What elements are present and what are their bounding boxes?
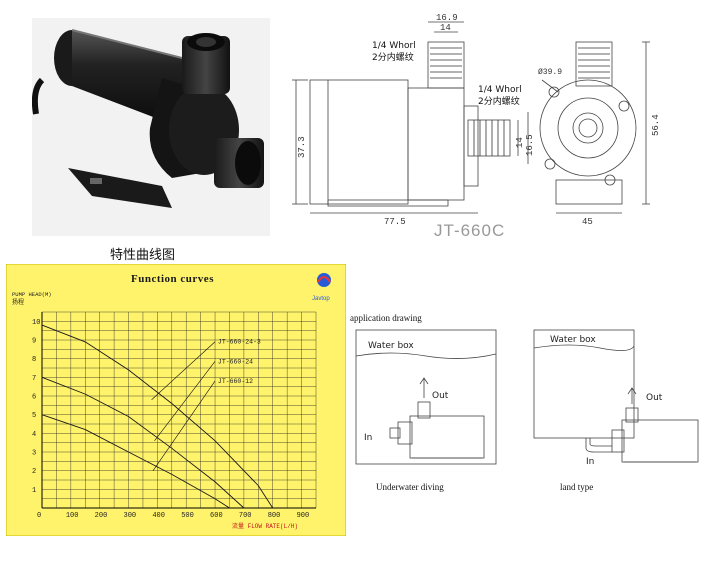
- series-label-1: JT-660-24-3: [218, 339, 261, 346]
- technical-drawing-svg: 1/4 Whorl 2分内螺纹 1/4 Whorl 2分内螺纹 16.9 14 …: [292, 13, 661, 240]
- dim-37-3: 37.3: [297, 136, 307, 158]
- technical-drawing: 1/4 Whorl 2分内螺纹 1/4 Whorl 2分内螺纹 16.9 14 …: [288, 8, 706, 240]
- y-tick-label: 5: [32, 412, 36, 420]
- application-drawing-svg: Water box Water box Out Out In In Underw…: [355, 329, 699, 492]
- y-tick-label: 4: [32, 431, 36, 439]
- x-tick-label: 600: [210, 512, 223, 520]
- dim-77-5: 77.5: [384, 217, 406, 227]
- application-title: application drawing: [350, 306, 422, 325]
- x-tick-label: 0: [37, 512, 41, 520]
- y-tick-label: 8: [32, 356, 36, 364]
- chart-ticks: 0 100 200 300 400 500 600 700 800 900 1 2 3 4 5 6 7 8 9 10: [32, 319, 309, 520]
- water-box-left: [355, 329, 497, 465]
- water-box-right-label: Water box: [550, 335, 596, 345]
- chart-title: Function curves: [131, 273, 214, 285]
- series-label-2: JT-660-24: [218, 358, 253, 365]
- series-label-3: JT-660-12: [218, 378, 253, 385]
- pump-right: [621, 419, 699, 463]
- y-tick-label: 2: [32, 468, 36, 476]
- out-right-label: Out: [646, 393, 663, 403]
- pump-photo-graphic: [31, 29, 264, 208]
- x-tick-label: 300: [124, 512, 137, 520]
- water-line-right: [533, 344, 635, 351]
- y-tick-label: 6: [32, 394, 36, 402]
- function-curves-chart: Function curves Javtop PUMP HEAD(M) 扬程 流…: [5, 263, 347, 537]
- y-axis-label: PUMP HEAD(M): [12, 291, 52, 298]
- dim-diameter: Ø39.9: [538, 68, 562, 77]
- y-axis-label-cn: 扬程: [12, 298, 24, 306]
- thread-side-label-1: 1/4 Whorl: [478, 85, 522, 95]
- series-leader-1: [151, 341, 216, 400]
- dim-14-top: 14: [440, 23, 451, 33]
- out-left-label: Out: [432, 391, 449, 401]
- chart-background: [5, 263, 347, 537]
- dim-45: 45: [582, 217, 593, 227]
- caption-underwater: Underwater diving: [376, 482, 444, 492]
- water-box-right: [533, 329, 635, 439]
- x-axis-label: 流量 FLOW RATE(L/H): [232, 522, 298, 530]
- x-tick-label: 100: [66, 512, 79, 520]
- dim-16-5: 16.5: [525, 134, 535, 156]
- dim-16-9: 16.9: [436, 13, 458, 23]
- x-tick-label: 900: [297, 512, 310, 520]
- y-tick-label: 9: [32, 338, 36, 346]
- series-line-2: [41, 376, 245, 509]
- y-tick-label: 1: [32, 487, 36, 495]
- chart-grid: [41, 311, 317, 509]
- series-line-1: [41, 324, 274, 509]
- water-box-left-label: Water box: [368, 341, 414, 351]
- caption-land: land type: [560, 482, 593, 492]
- x-tick-label: 700: [239, 512, 252, 520]
- section-title: 特性曲线图: [110, 248, 176, 263]
- series-leader-3: [152, 380, 216, 471]
- application-title-text: application drawing: [350, 313, 422, 323]
- brand-logo: Javtop: [312, 273, 331, 302]
- x-tick-label: 800: [268, 512, 281, 520]
- application-drawing: Water box Water box Out Out In In Underw…: [350, 318, 706, 498]
- series-leader-2: [154, 361, 216, 441]
- brand-name: Javtop: [312, 296, 330, 302]
- pump-photo: [31, 18, 270, 236]
- thread-top-label-2: 2分内螺纹: [372, 51, 414, 63]
- chart-series: [41, 324, 274, 509]
- x-tick-label: 200: [95, 512, 108, 520]
- y-tick-label: 10: [32, 319, 40, 327]
- thread-top-label-1: 1/4 Whorl: [372, 41, 416, 51]
- function-curves-svg: Function curves Javtop PUMP HEAD(M) 扬程 流…: [5, 263, 347, 537]
- water-line-left: [355, 352, 497, 359]
- pump-left: [409, 415, 485, 459]
- dim-14-side: 14: [515, 137, 525, 148]
- series-line-3: [41, 414, 230, 509]
- model-number: JT-660C: [434, 221, 505, 240]
- thread-side-label-2: 2分内螺纹: [478, 95, 520, 107]
- x-tick-label: 400: [152, 512, 165, 520]
- dim-56-4: 56.4: [651, 114, 661, 136]
- y-tick-label: 3: [32, 450, 36, 458]
- in-left-label: In: [364, 433, 372, 443]
- y-tick-label: 7: [32, 375, 36, 383]
- x-tick-label: 500: [181, 512, 194, 520]
- in-right-label: In: [586, 457, 594, 467]
